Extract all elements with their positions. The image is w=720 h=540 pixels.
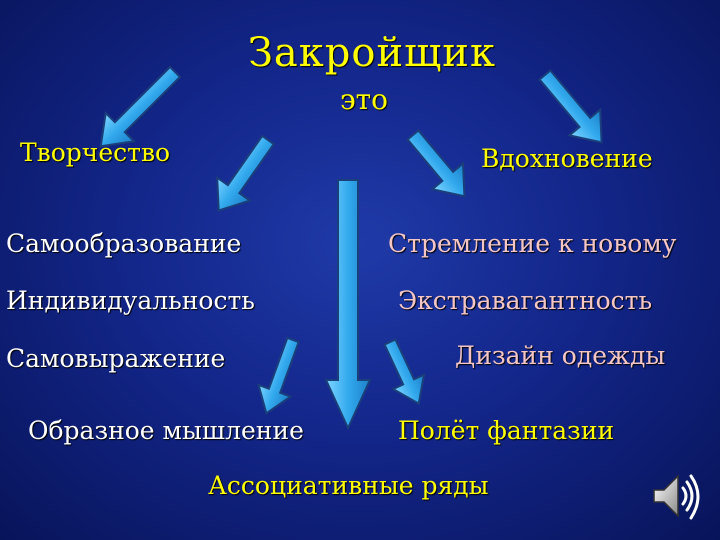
arrow-right-branch <box>406 129 466 198</box>
diagram-title: Закройщик <box>248 30 496 76</box>
arrow-center <box>324 179 372 431</box>
left-item: Самовыражение <box>6 344 226 373</box>
right-item: Стремление к новому <box>388 229 677 258</box>
diagram-subtitle: это <box>340 83 389 116</box>
bottom-label: Ассоциативные ряды <box>208 471 489 500</box>
arrow-to-inspiration <box>538 69 603 144</box>
arrow-left-branch <box>216 134 276 212</box>
left-item: Индивидуальность <box>6 286 255 315</box>
right-item: Полёт фантазии <box>398 416 615 445</box>
right-item: Экстравагантность <box>398 286 653 315</box>
left-item: Образное мышление <box>28 416 304 445</box>
right-item: Дизайн одежды <box>455 341 666 370</box>
left-item: Самообразование <box>6 229 242 258</box>
branch-right-label: Вдохновение <box>481 144 653 173</box>
arrow-to-creativity <box>99 65 182 148</box>
arrow-lower-right <box>383 338 426 406</box>
branch-left-label: Творчество <box>20 138 171 167</box>
speaker-icon[interactable] <box>650 470 702 526</box>
arrow-lower-left <box>257 336 300 415</box>
